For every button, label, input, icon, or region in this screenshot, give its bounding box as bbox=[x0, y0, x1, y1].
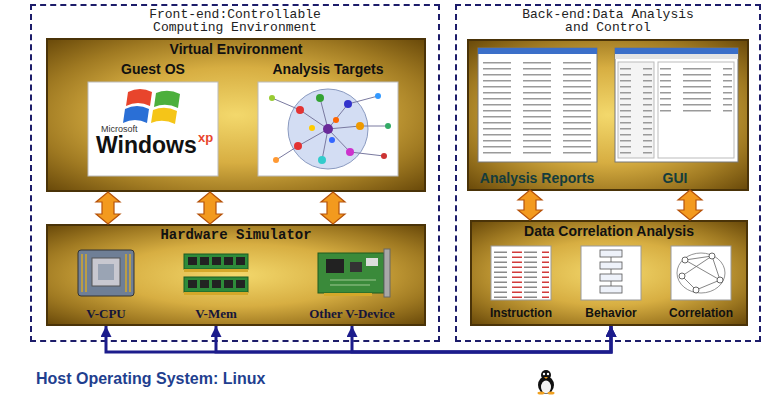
memory-picture bbox=[184, 254, 248, 295]
behavior-picture bbox=[581, 246, 641, 300]
node-text: Guest OS bbox=[121, 60, 185, 78]
device-card-picture bbox=[318, 249, 390, 297]
node-text: Virtual Environment bbox=[170, 41, 303, 58]
block-arrow bbox=[96, 192, 120, 224]
node-text: Analysis Reports bbox=[480, 170, 594, 186]
bus-wire bbox=[352, 326, 611, 352]
gui-screenshot bbox=[615, 48, 738, 162]
node-text: V-Mem bbox=[195, 306, 237, 321]
node-text: GUI bbox=[663, 170, 688, 186]
node-text: Back-end:Data Analysis and Control bbox=[513, 8, 703, 34]
windows-logo bbox=[88, 82, 218, 176]
bus-wire bbox=[216, 326, 611, 352]
block-arrow bbox=[198, 192, 222, 224]
node-text: Front-end:Controllable Computing Environ… bbox=[140, 8, 330, 34]
node-text: Instruction bbox=[490, 306, 552, 320]
block-arrow bbox=[518, 190, 542, 220]
report-screenshot bbox=[478, 48, 597, 162]
gold-panel bbox=[468, 40, 748, 190]
block-arrow bbox=[678, 190, 702, 220]
penguin-icon bbox=[538, 370, 555, 395]
node-text: Behavior bbox=[585, 306, 636, 320]
block-arrow bbox=[321, 192, 345, 224]
correlation-picture bbox=[671, 246, 731, 300]
footer-label: Host Operating System: Linux bbox=[36, 370, 265, 388]
node-text: Data Correlation Analysis bbox=[524, 223, 694, 240]
cpu-picture bbox=[78, 250, 134, 296]
logo-text: Windows bbox=[96, 132, 197, 159]
bus-wire bbox=[106, 326, 611, 352]
node-text: Other V-Device bbox=[309, 306, 395, 321]
logo-text: xp bbox=[198, 130, 213, 145]
node-text: Correlation bbox=[669, 306, 733, 320]
node-text: Analysis Targets bbox=[272, 60, 383, 78]
molecule-picture bbox=[258, 82, 398, 176]
instruction-picture bbox=[491, 246, 551, 300]
node-text: Hardware Simulator bbox=[160, 227, 311, 244]
node-text: V-CPU bbox=[86, 306, 125, 321]
